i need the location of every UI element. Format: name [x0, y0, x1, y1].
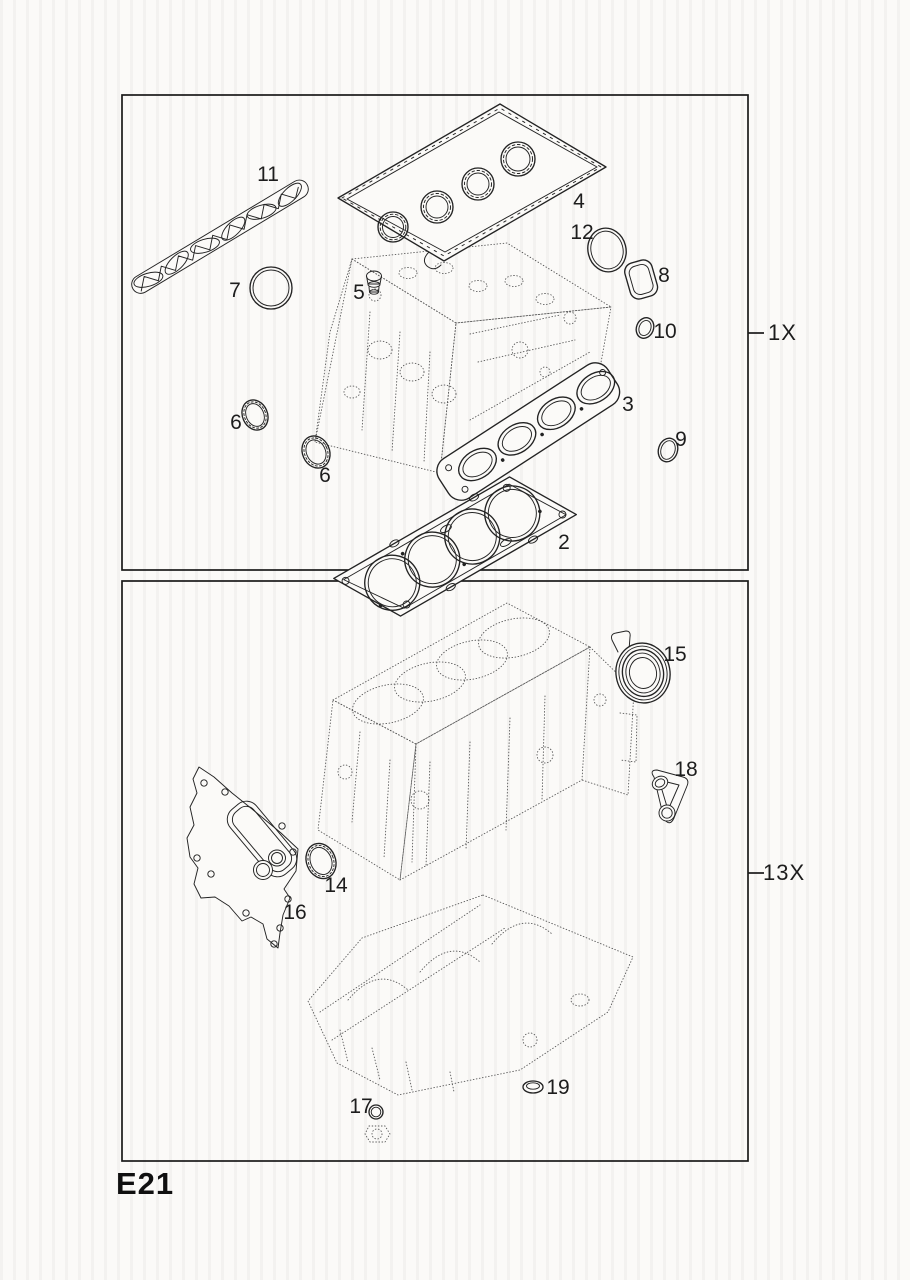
camshaft-seal-6-lower-drawing: [301, 435, 331, 469]
callout-6-lower: 6: [319, 464, 331, 487]
timing-cover-gasket-drawing: [186, 766, 299, 949]
callout-2: 2: [558, 531, 570, 554]
drain-plug-seal-17-drawing: [364, 1104, 391, 1143]
callout-12: 12: [570, 221, 594, 244]
gasket-18-drawing: [651, 769, 689, 824]
callout-6-upper: 6: [230, 411, 242, 434]
bottom-panel-quantity-label: 13X: [763, 860, 806, 885]
o-ring-10-drawing: [635, 317, 655, 339]
oval-seal-12-drawing: [587, 227, 627, 273]
seal-14-drawing: [305, 842, 337, 880]
oil-pan-ghost: [307, 894, 634, 1096]
crankshaft-seal-15-drawing: [611, 630, 671, 704]
callout-9: 9: [675, 428, 687, 451]
callout-4: 4: [573, 190, 585, 213]
callout-8: 8: [658, 264, 670, 287]
callout-16: 16: [283, 901, 307, 924]
exhaust-manifold-gasket-drawing: [436, 362, 621, 501]
camshaft-cover-gasket-drawing: [337, 103, 607, 270]
drawing-code: E21: [116, 1166, 175, 1201]
callout-17: 17: [349, 1095, 373, 1118]
top-panel-quantity-label: 1X: [768, 320, 797, 345]
square-gasket-8-drawing: [624, 259, 659, 300]
camshaft-seal-6-upper-drawing: [241, 399, 269, 431]
callout-14: 14: [324, 874, 348, 897]
callout-5: 5: [353, 281, 365, 304]
callout-18: 18: [674, 758, 698, 781]
callout-3: 3: [622, 393, 634, 416]
intake-manifold-gasket-drawing: [131, 179, 309, 294]
cylinder-head-ghost: [314, 242, 612, 474]
engine-block-ghost: [317, 602, 638, 881]
cylinder-head-gasket-drawing: [333, 476, 578, 617]
callout-7: 7: [229, 279, 241, 302]
seal-washer-19-drawing: [522, 1080, 544, 1094]
callout-11: 11: [257, 163, 279, 186]
callout-19: 19: [546, 1076, 570, 1099]
o-ring-7-drawing: [249, 266, 293, 310]
sealing-plug-drawing: [366, 270, 382, 295]
seal-ring-9-drawing: [657, 437, 679, 463]
callout-10: 10: [653, 320, 677, 343]
callout-15: 15: [663, 643, 687, 666]
